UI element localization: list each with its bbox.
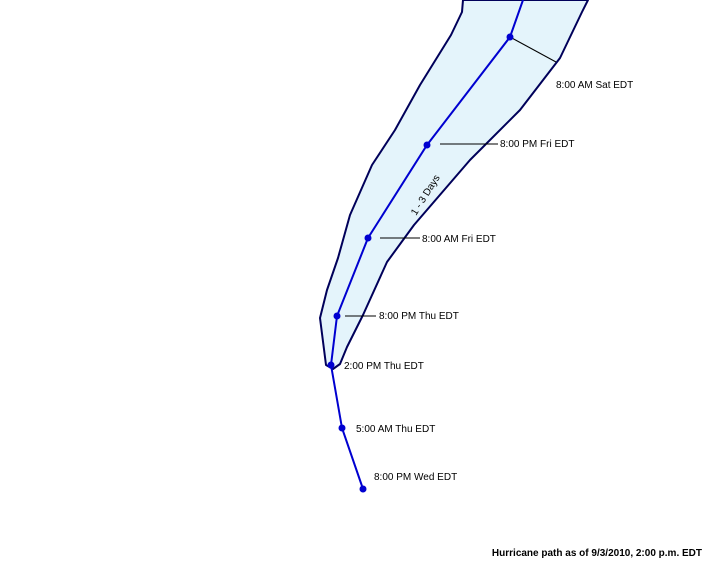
track-point[interactable]: 2:00 PM Thu EDT (327, 361, 424, 372)
track-point-marker[interactable] (423, 141, 431, 149)
track-point-label: 5:00 AM Thu EDT (356, 424, 435, 435)
track-point-marker[interactable] (506, 33, 514, 41)
track-point[interactable]: 8:00 PM Fri EDT (423, 139, 575, 150)
track-point-label: 8:00 AM Sat EDT (556, 80, 633, 91)
track-point-label: 2:00 PM Thu EDT (344, 361, 424, 372)
track-point-marker[interactable] (338, 424, 346, 432)
leader-line (509, 36, 557, 63)
track-point-label: 8:00 PM Thu EDT (379, 311, 459, 322)
track-point[interactable]: 8:00 AM Fri EDT (364, 234, 496, 245)
track-point-marker[interactable] (333, 312, 341, 320)
hurricane-track-line (329, 0, 524, 490)
track-point-label: 8:00 PM Fri EDT (500, 139, 574, 150)
forecast-cone (319, 0, 589, 370)
track-point-marker[interactable] (359, 485, 367, 493)
track-point-label: 8:00 PM Wed EDT (374, 472, 457, 483)
track-point-label: 8:00 AM Fri EDT (422, 234, 496, 245)
track-point-marker[interactable] (327, 361, 335, 369)
track-point[interactable]: 8:00 PM Thu EDT (333, 311, 459, 322)
track-point[interactable]: 5:00 AM Thu EDT (338, 424, 436, 435)
track-point[interactable]: 8:00 AM Sat EDT (506, 33, 634, 92)
map-caption: Hurricane path as of 9/3/2010, 2:00 p.m.… (491, 548, 702, 559)
track-point[interactable]: 8:00 PM Wed EDT (359, 472, 458, 493)
track-point-marker[interactable] (364, 234, 372, 242)
